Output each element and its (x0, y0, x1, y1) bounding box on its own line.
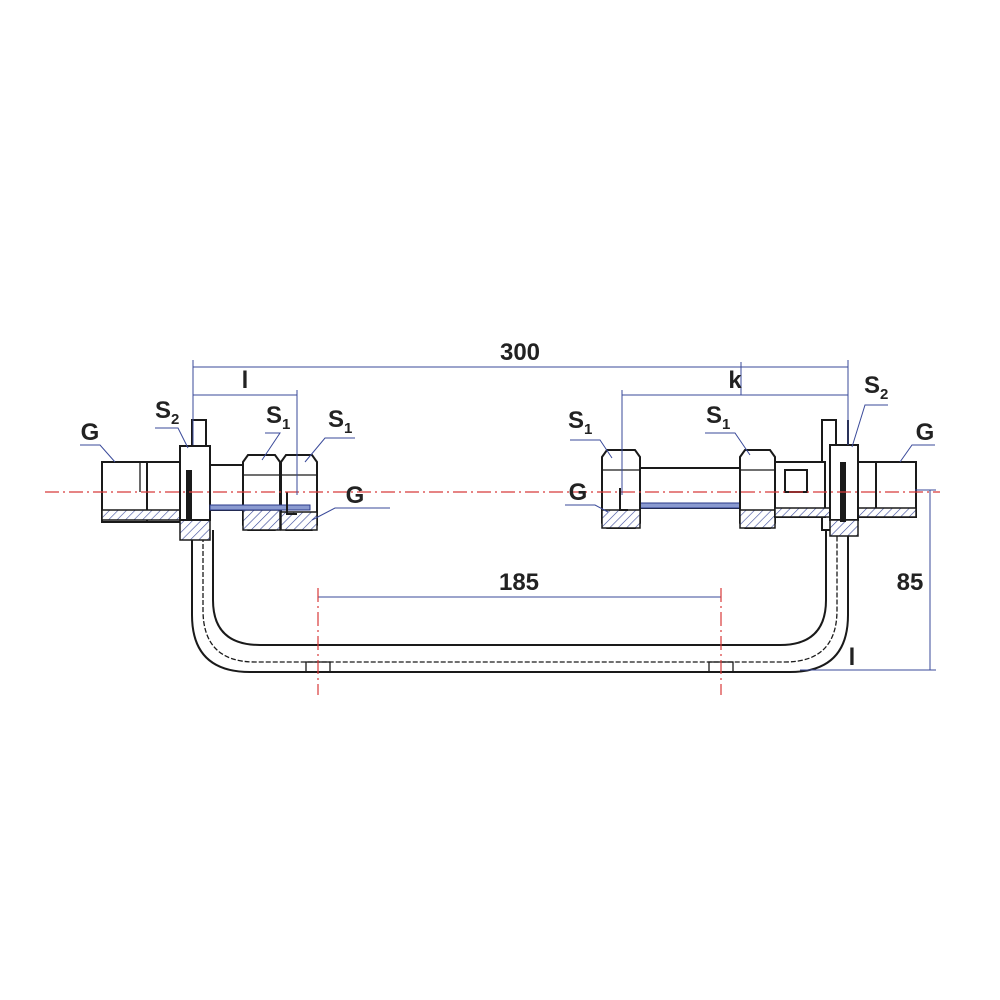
right-fitting (601, 444, 917, 537)
dimension-k: k (728, 367, 742, 394)
dimension-300: 300 (500, 339, 540, 366)
label-left-pipe-thread: G (346, 482, 365, 509)
label-left-s2: S2 (155, 397, 179, 428)
label-right-thread: G (916, 419, 935, 446)
label-left-s1-a: S1 (266, 402, 290, 433)
dimension-85: 85 (897, 569, 924, 596)
dimension-lines (80, 360, 936, 695)
label-right-s1-a: S1 (568, 407, 592, 438)
dimension-l-bracket: l (849, 644, 856, 671)
label-left-thread: G (81, 419, 100, 446)
label-right-s1-b: S1 (706, 402, 730, 433)
label-left-s1-b: S1 (328, 406, 352, 437)
left-fitting (101, 445, 318, 541)
dimension-185: 185 (499, 569, 539, 596)
label-right-pipe-thread: G (569, 479, 588, 506)
label-right-s2: S2 (864, 372, 888, 403)
dimension-l-left: l (242, 367, 249, 394)
